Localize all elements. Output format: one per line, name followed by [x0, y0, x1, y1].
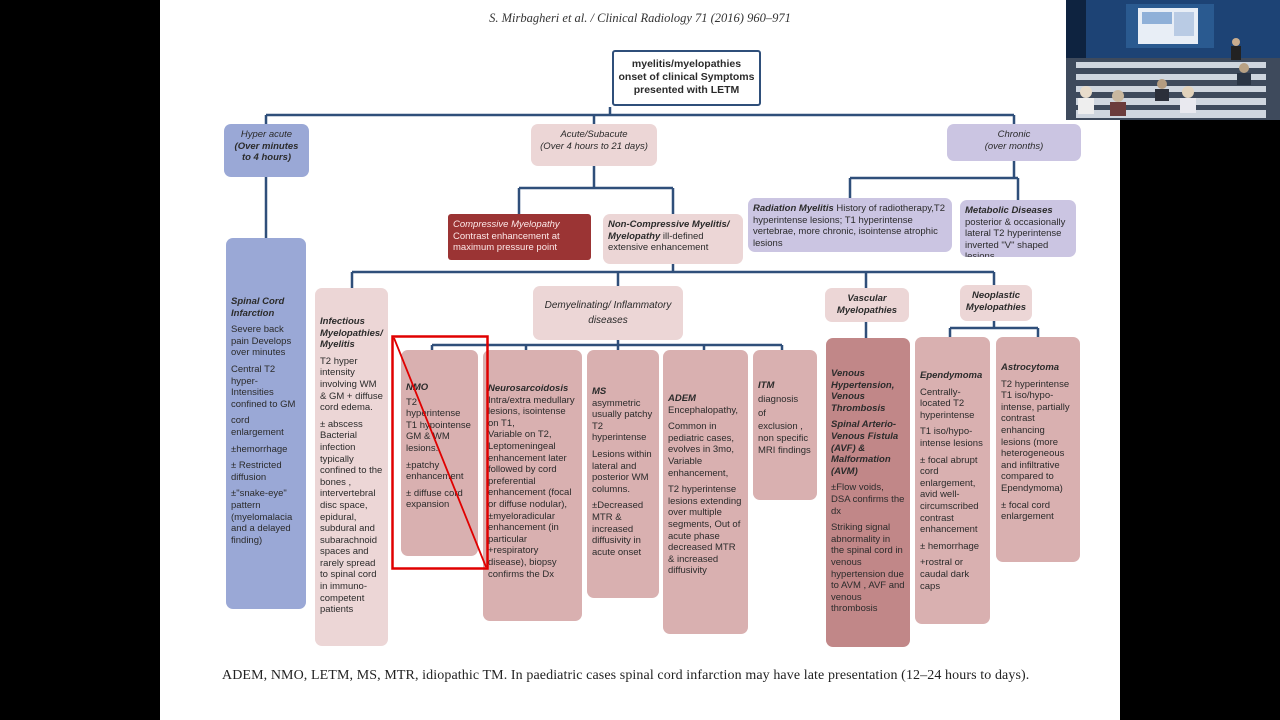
compressive-node: Compressive Myelopathy Contrast enhancem… [448, 214, 591, 260]
metabolic-node: Metabolic Diseases posterior & occasiona… [960, 200, 1076, 257]
vascular-node: Vascular Myelopathies [825, 288, 909, 322]
neoplastic-node: Neoplastic Myelopathies [960, 285, 1032, 321]
demyelinating-title: Demyelinating/ Inflammatory diseases [544, 300, 672, 326]
infarction-line: Intensities confined to GM [231, 387, 296, 410]
neoplastic-title: Neoplastic Myelopathies [965, 290, 1027, 313]
infarction-line: ± Restricted diffusion [231, 460, 282, 483]
infectious-line: Bacterial infection typically confined t… [320, 430, 383, 616]
venous-line: ±Flow voids, DSA confirms the dx [831, 482, 905, 517]
ependymoma-title: Ependymoma [920, 370, 983, 381]
ms-title: MS [592, 386, 607, 397]
venous-title: Venous Hypertension, Venous Thrombosis [831, 368, 895, 414]
metabolic-body: posterior & occasionally lateral T2 hype… [965, 216, 1066, 257]
hyperacute-sub: (Over minutes to 4 hours) [234, 140, 299, 164]
annotation-diagonal [393, 337, 487, 568]
astrocytoma-node: Astrocytoma T2 hyperintense T1 iso/hypo-… [996, 337, 1080, 562]
figure-caption: ADEM, NMO, LETM, MS, MTR, idiopathic TM.… [222, 668, 1030, 683]
compressive-body: Contrast enhancement at maximum pressure… [453, 230, 560, 254]
infarction-line: Severe back pain Develops over minutes [231, 324, 292, 359]
acute-sub: (Over 4 hours to 21 days) [540, 140, 648, 152]
astrocytoma-line: ± focal cord enlargement [1001, 499, 1054, 523]
ependymoma-line: ± hemorrhage [920, 540, 980, 552]
acute-node: Acute/Subacute (Over 4 hours to 21 days) [531, 124, 657, 166]
adem-line: T2 hyperintense lesions extending over m… [668, 484, 742, 577]
ms-line: ±Decreased MTR & increased diffusivity i… [592, 500, 644, 558]
infarction-node: Spinal Cord Infarction Severe back pain … [226, 238, 306, 609]
slide: S. Mirbagheri et al. / Clinical Radiolog… [160, 0, 1120, 720]
root-label: myelitis/myelopathies onset of clinical … [618, 58, 755, 96]
ependymoma-line: T1 iso/hypo-intense lesions [920, 426, 983, 449]
vascular-title: Vascular Myelopathies [836, 293, 898, 316]
nmo-line: ±patchy enhancement [406, 459, 464, 483]
adem-line: Encephalopathy, [668, 404, 739, 416]
astrocytoma-title: Astrocytoma [1001, 362, 1060, 373]
nmo-title: NMO [406, 382, 429, 393]
ependymoma-line: Centrally-located T2 hyperintense [920, 386, 975, 421]
infarction-title: Spinal Cord Infarction [231, 296, 285, 319]
nmo-line: ± diffuse cord expansion [406, 487, 463, 511]
infarction-line: cord enlargement [231, 415, 284, 438]
hyperacute-node: Hyper acute (Over minutes to 4 hours) [224, 124, 309, 177]
noncompressive-title: Non-Compressive Myelitis/ Myelopathy [608, 219, 730, 242]
neurosarcoidosis-body: Intra/extra medullary lesions, isointens… [488, 394, 575, 429]
annotation-strike [391, 335, 489, 570]
neurosarcoidosis-line: Variable on T2, Leptomeningeal enhanceme… [488, 429, 572, 580]
hyperacute-title: Hyper acute [240, 129, 293, 140]
noncompressive-body: ill-defined extensive enhancement [608, 230, 709, 254]
webcam-scene [1066, 0, 1280, 120]
infectious-line: ± abscess [320, 418, 363, 430]
itm-line: diagnosis [758, 394, 799, 405]
webcam-video [1066, 0, 1280, 120]
infectious-title: Infectious Myelopathies/ Myelitis [320, 316, 383, 351]
nmo-line: GM & WM lesions. [406, 431, 450, 454]
adem-line: Common in pediatric cases, evolves in 3m… [668, 421, 735, 479]
venous-line: Striking signal abnormality in the spina… [831, 522, 905, 615]
compressive-title: Compressive Myelopathy [453, 219, 560, 230]
noncompressive-node: Non-Compressive Myelitis/ Myelopathy ill… [603, 214, 743, 264]
nmo-line: T1 hypointense [406, 419, 471, 431]
root-node: myelitis/myelopathies onset of clinical … [612, 50, 761, 106]
adem-node: ADEM Encephalopathy, Common in pediatric… [663, 350, 748, 634]
ms-node: MS asymmetric usually patchy T2 hyperint… [587, 350, 659, 598]
infectious-body: T2 hyper intensity involving WM & GM + d… [320, 355, 383, 414]
infarction-line: ±hemorrhage [231, 443, 288, 455]
ms-line: asymmetric usually patchy T2 hyperintens… [592, 397, 653, 444]
venous-title-2: Spinal Arterio-Venous Fistula (AVF) & Ma… [831, 419, 899, 477]
venous-node: Venous Hypertension, Venous Thrombosis S… [826, 338, 910, 647]
infectious-node: Infectious Myelopathies/ Myelitis T2 hyp… [315, 288, 388, 646]
itm-line: exclusion , non specific MRI findings [758, 421, 811, 456]
nmo-line: T2 hyperintense [406, 396, 461, 420]
ms-line: Lesions within lateral and posterior WM … [592, 448, 652, 495]
annotation-rectangle [391, 335, 489, 570]
metabolic-title: Metabolic Diseases [965, 205, 1053, 216]
infarction-line: Central T2 hyper- [231, 363, 276, 387]
chronic-sub: (over months) [984, 140, 1044, 152]
ependymoma-line: ± focal abrupt cord enlargement, avid we… [920, 454, 979, 536]
infarction-line: ±"snake-eye" pattern (myelomalacia and a… [231, 488, 293, 546]
chronic-title: Chronic [997, 129, 1031, 140]
itm-line: of [758, 408, 766, 419]
ependymoma-node: Ependymoma Centrally-located T2 hyperint… [915, 337, 990, 624]
ependymoma-line: +rostral or caudal dark caps [920, 557, 970, 592]
neurosarcoidosis-title: Neurosarcoidosis [488, 383, 569, 394]
demyelinating-node: Demyelinating/ Inflammatory diseases [533, 286, 683, 340]
journal-citation: S. Mirbagheri et al. / Clinical Radiolog… [489, 11, 791, 25]
neurosarcoidosis-node: Neurosarcoidosis Intra/extra medullary l… [483, 350, 582, 621]
radiation-node: Radiation Myelitis History of radiothera… [748, 198, 952, 252]
acute-title: Acute/Subacute [560, 129, 628, 140]
connector-lines [264, 107, 1040, 350]
radiation-title: Radiation Myelitis [753, 203, 834, 214]
adem-title: ADEM [668, 393, 696, 404]
itm-node: ITM diagnosis of exclusion , non specifi… [753, 350, 817, 500]
astrocytoma-line: T2 hyperintense T1 iso/hypo-intense, par… [1001, 378, 1070, 494]
chronic-node: Chronic (over months) [947, 124, 1081, 161]
radiation-body: History of radiotherapy,T2 hyperintense … [753, 203, 945, 249]
itm-title: ITM [758, 380, 775, 391]
